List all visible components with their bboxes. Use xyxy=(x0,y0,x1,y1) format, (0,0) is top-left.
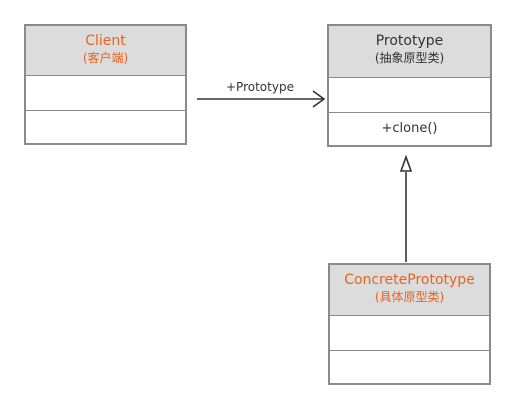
client-operations xyxy=(26,111,185,143)
prototype-class-subtitle: (抽象原型类) xyxy=(374,51,445,65)
concrete-prototype-class-header: ConcretePrototype (具体原型类) xyxy=(330,265,489,316)
concrete-prototype-class-name: ConcretePrototype xyxy=(344,272,475,288)
prototype-attributes xyxy=(329,78,490,113)
concrete-prototype-class-subtitle: (具体原型类) xyxy=(374,290,445,304)
prototype-class[interactable]: Prototype (抽象原型类) +clone() xyxy=(327,24,492,147)
prototype-operations: +clone() xyxy=(381,121,438,136)
prototype-class-header: Prototype (抽象原型类) xyxy=(329,26,490,78)
generalization-arrowhead xyxy=(399,154,413,172)
client-class-name: Client xyxy=(85,33,126,49)
client-class-subtitle: (客户端) xyxy=(82,51,129,65)
concrete-prototype-attributes xyxy=(330,316,489,351)
client-class-header: Client (客户端) xyxy=(26,26,185,76)
client-class[interactable]: Client (客户端) xyxy=(24,24,187,145)
concrete-prototype-class[interactable]: ConcretePrototype (具体原型类) xyxy=(328,263,491,385)
association-arrowhead xyxy=(312,90,326,108)
prototype-class-name: Prototype xyxy=(375,33,444,49)
association-label: +Prototype xyxy=(226,80,294,94)
concrete-prototype-operations xyxy=(330,351,489,383)
client-attributes xyxy=(26,76,185,111)
